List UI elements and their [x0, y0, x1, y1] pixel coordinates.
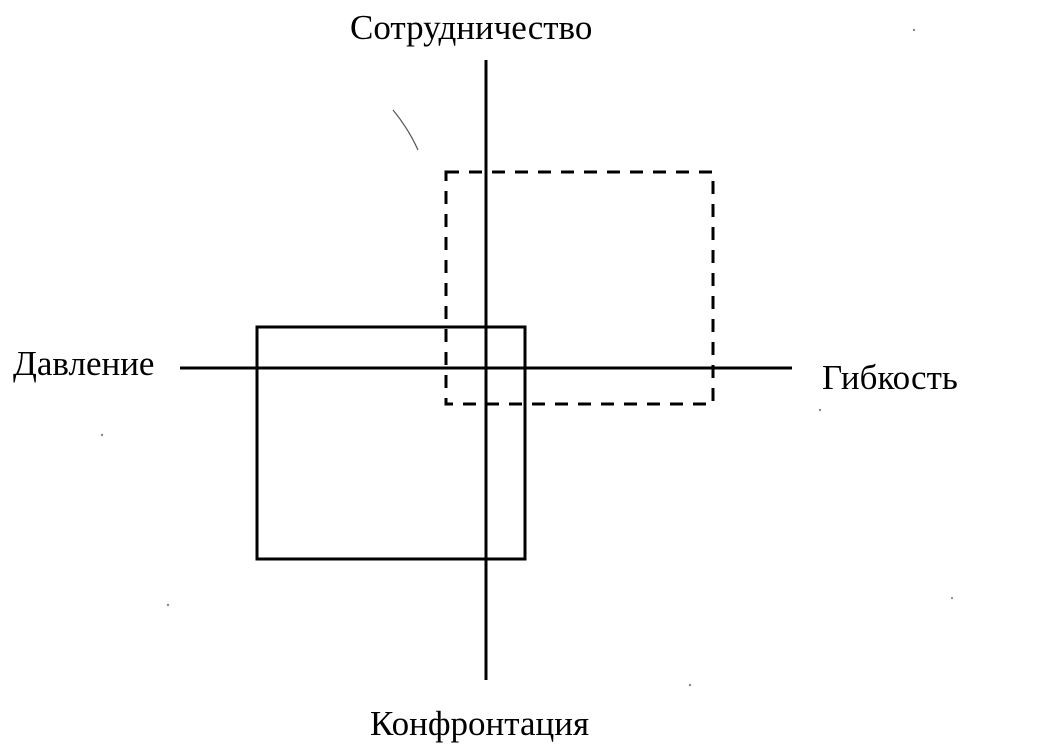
scan-dots — [100, 28, 954, 687]
axis-label-top: Сотрудничество — [350, 8, 593, 47]
solid-rectangle — [255, 325, 527, 561]
axis-label-right: Гибкость — [822, 358, 958, 397]
scan-noise — [392, 109, 419, 151]
dashed-rectangle — [444, 170, 715, 406]
axis-label-bottom: Конфронтация — [370, 704, 590, 743]
axis-label-left: Давление — [13, 344, 155, 383]
